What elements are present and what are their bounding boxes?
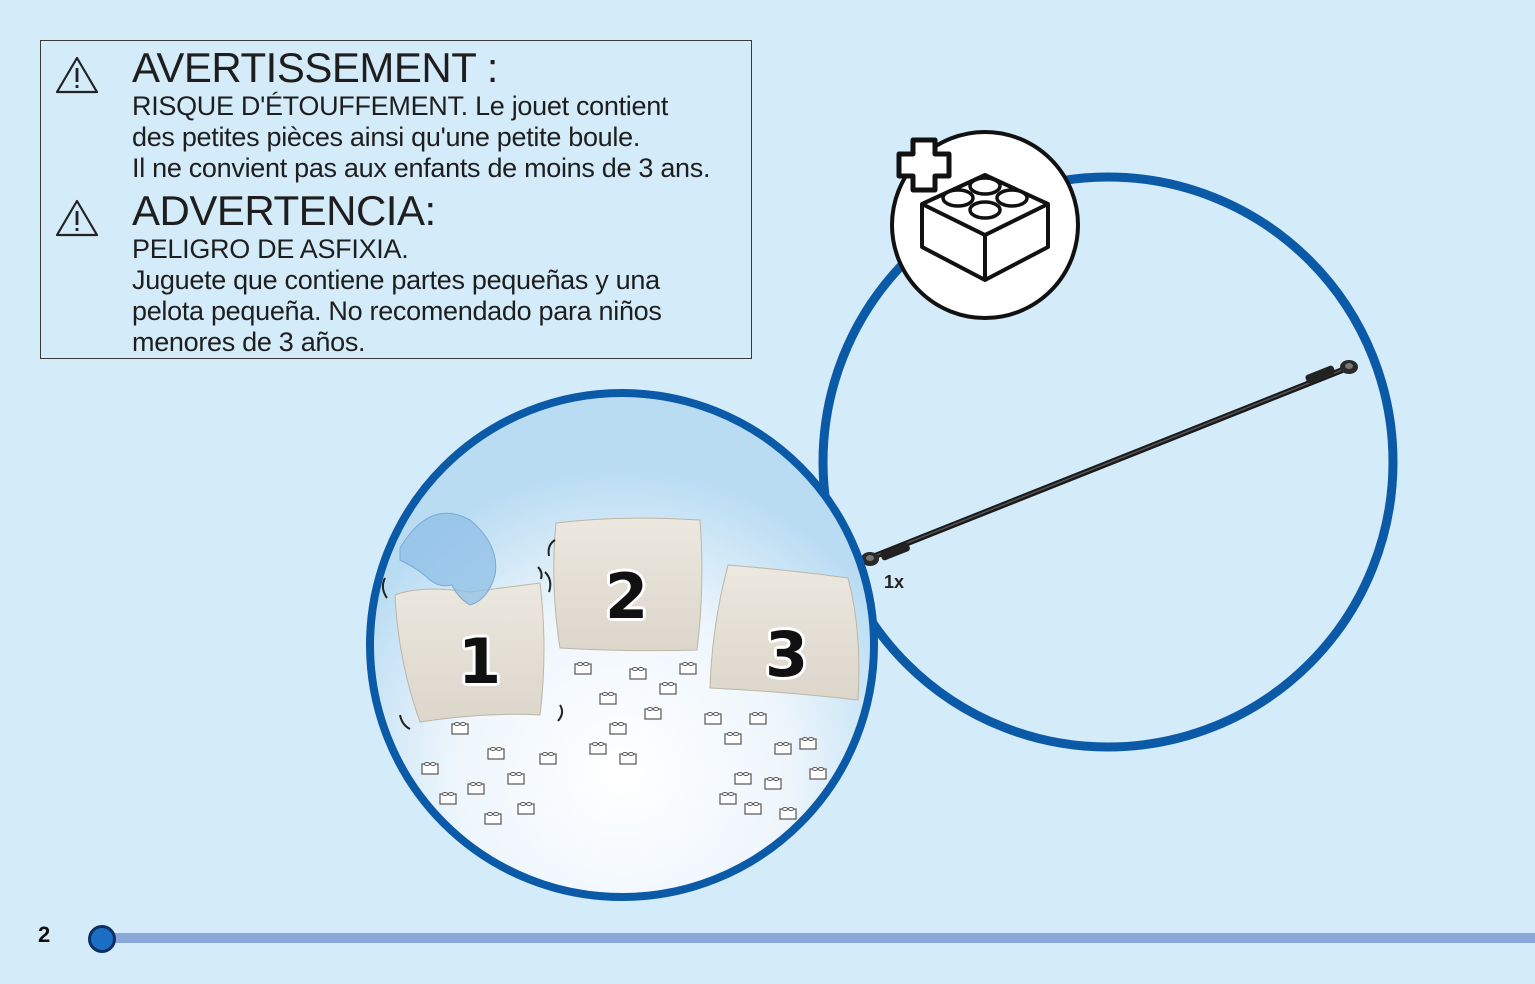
progress-indicator xyxy=(88,925,116,953)
plus-brick-icon xyxy=(890,130,1080,320)
warning-triangle-icon xyxy=(55,199,99,237)
progress-bar xyxy=(104,933,1535,943)
motion-lines xyxy=(381,539,564,730)
warning-triangle-icon xyxy=(55,56,99,94)
bag-icon xyxy=(394,517,860,723)
warning-text-fr: RISQUE D'ÉTOUFFEMENT. Le jouet contient … xyxy=(132,91,710,184)
bag-number-3: 3 xyxy=(765,618,809,691)
warning-line: RISQUE D'ÉTOUFFEMENT. Le jouet contient xyxy=(132,91,669,121)
warning-line: pelota pequeña. No recomendado para niño… xyxy=(132,296,662,326)
page-number: 2 xyxy=(38,922,51,947)
warning-text-es: PELIGRO DE ASFIXIA. Juguete que contiene… xyxy=(132,234,662,358)
bag-number-1: 1 xyxy=(458,625,502,698)
hand-icon xyxy=(399,512,497,606)
part-quantity: 1x xyxy=(884,572,905,592)
warning-heading-es: ADVERTENCIA: xyxy=(132,187,436,234)
warning-heading-fr: AVERTISSEMENT : xyxy=(132,44,498,91)
warning-line: menores de 3 años. xyxy=(132,327,366,357)
warning-line: PELIGRO DE ASFIXIA. xyxy=(132,234,409,264)
warning-line: Il ne convient pas aux enfants de moins … xyxy=(132,153,711,183)
warning-box: AVERTISSEMENT : RISQUE D'ÉTOUFFEMENT. Le… xyxy=(40,40,752,359)
bag-number-2: 2 xyxy=(605,560,649,633)
axle-link-icon xyxy=(861,360,1358,566)
warning-line: des petites pièces ainsi qu'une petite b… xyxy=(132,122,641,152)
warning-line: Juguete que contiene partes pequeñas y u… xyxy=(132,265,660,295)
